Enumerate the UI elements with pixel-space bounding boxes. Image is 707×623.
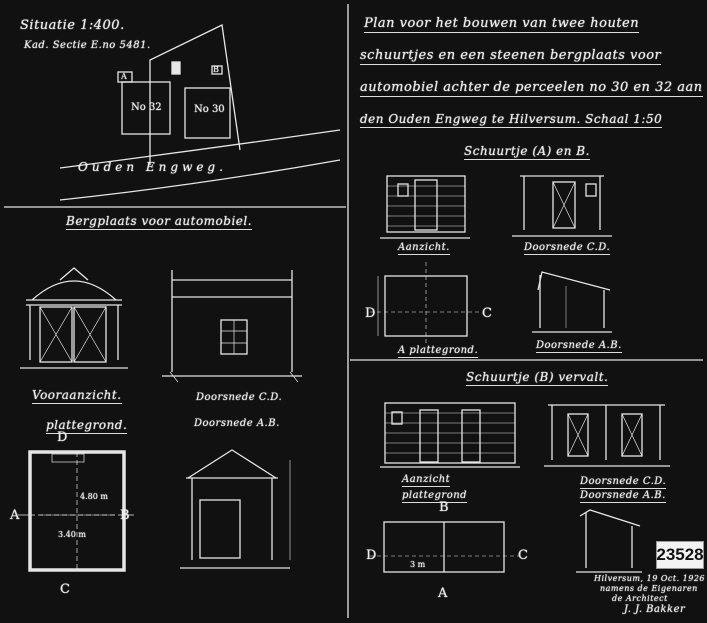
shed-a-plan-label: A plattegrond. xyxy=(398,345,479,358)
shed-a-label-c: C xyxy=(482,306,492,321)
shed-b-section-ab-label: Doorsnede A.B. xyxy=(580,490,666,503)
shed-b-plan-label: plattegrond xyxy=(402,490,468,503)
garage-plan-label-a: A xyxy=(10,508,20,523)
plan-title-line-4: den Ouden Engweg te Hilversum. Schaal 1:… xyxy=(360,112,663,128)
garage-plan-label-c: C xyxy=(60,582,70,597)
shed-a-elevation xyxy=(380,175,470,239)
archive-stamp: 23528 xyxy=(656,541,704,569)
shed-b-label-a: A xyxy=(438,586,448,601)
shed-a-aanzicht-label: Aanzicht. xyxy=(398,242,450,255)
garage-section-cd xyxy=(162,270,302,383)
shed-a-section-ab-label: Doorsnede A.B. xyxy=(536,340,622,353)
garage-plan-depth: 4.80 m xyxy=(80,492,108,501)
situation-road-label: Ouden Engweg. xyxy=(78,160,227,174)
situation-title: Situatie 1:400. xyxy=(20,18,125,33)
signature-line-2: namens de Eigenaren xyxy=(600,584,698,593)
shed-a-section-cd-label: Doorsnede C.D. xyxy=(524,242,611,255)
garage-plan-label-b: B xyxy=(120,508,130,523)
shed-a-section-cd xyxy=(512,175,612,237)
garage-floor-plan xyxy=(18,450,134,572)
shed-a-label-d: D xyxy=(365,306,376,321)
garage-front-elevation xyxy=(20,267,128,369)
situation-cadastral: Kad. Sectie E.no 5481. xyxy=(24,40,151,51)
signature-place-date: Hilversum, 19 Oct. 1926 xyxy=(594,574,706,583)
situation-house-32: No 32 xyxy=(131,102,162,113)
shed-b-section-ab xyxy=(576,509,642,573)
shed-b-section-cd xyxy=(544,404,670,467)
shed-b-label-b: B xyxy=(439,500,449,515)
situation-label-a: A xyxy=(121,72,127,81)
shed-b-dim: 3 m xyxy=(410,560,426,569)
shed-b-label-d: D xyxy=(366,548,377,563)
garage-section-ab xyxy=(180,449,291,569)
shed-a-section-ab xyxy=(532,271,612,333)
garage-section-title: Bergplaats voor automobiel. xyxy=(66,214,253,230)
garage-section-cd-label: Doorsnede C.D. xyxy=(196,392,283,403)
garage-front-label: Vooraanzicht. xyxy=(32,388,122,404)
garage-plan-label: plattegrond. xyxy=(46,418,128,434)
plan-title-line-1: Plan voor het bouwen van twee houten xyxy=(364,16,640,33)
situation-map xyxy=(59,24,341,201)
shed-a-title: Schuurtje (A) en B. xyxy=(464,144,590,160)
shed-b-aanzicht-label: Aanzicht xyxy=(402,474,451,487)
situation-house-30: No 30 xyxy=(194,104,225,115)
shed-b-section-cd-label: Doorsnede C.D. xyxy=(580,476,667,489)
signature-line-3: de Architect xyxy=(612,594,668,603)
shed-b-title: Schuurtje (B) vervalt. xyxy=(466,370,609,386)
plan-title-line-2: schuurtjes en een steenen bergplaats voo… xyxy=(360,48,662,65)
shed-b-label-c: C xyxy=(518,548,528,563)
shed-b-floor-plan xyxy=(370,521,520,573)
shed-b-elevation xyxy=(380,402,520,468)
garage-plan-label-d: D xyxy=(57,430,68,445)
shed-a-floor-plan xyxy=(370,262,480,344)
garage-section-ab-label: Doorsnede A.B. xyxy=(194,418,280,429)
situation-label-b: B xyxy=(213,65,219,74)
plan-title-line-3: automobiel achter de perceelen no 30 en … xyxy=(360,80,703,97)
garage-plan-width: 3.40 m xyxy=(58,530,86,539)
signature-name: J. J. Bakker xyxy=(624,604,686,615)
